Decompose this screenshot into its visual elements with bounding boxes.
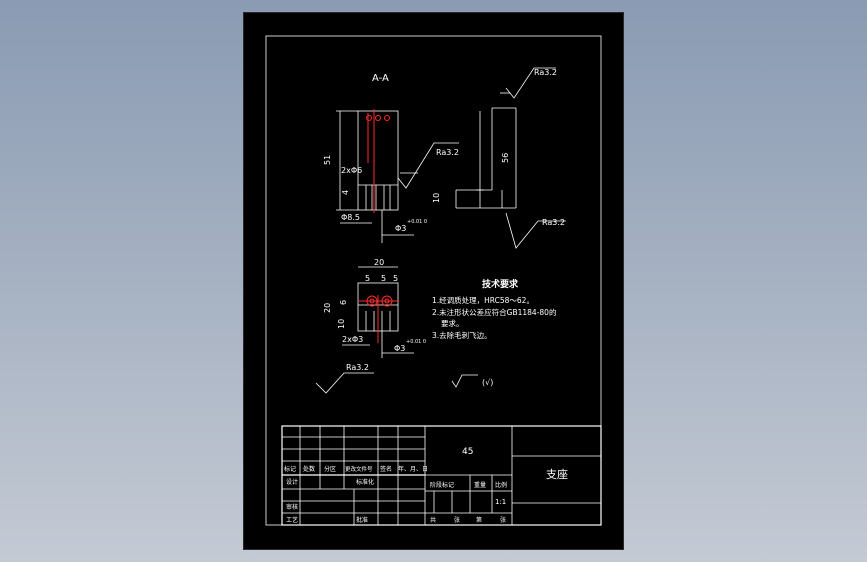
general-roughness-symbol — [451, 374, 478, 388]
label-review: 审核 — [286, 503, 298, 511]
tech-item-1: 1.经调质处理，HRC58～62。 — [432, 295, 534, 305]
roughness-symbol-4: Ra3.2 — [315, 363, 374, 394]
tol-a: +0.01 0 — [407, 219, 427, 225]
dim-3-b: Φ3 — [394, 344, 405, 353]
dim-10: 10 — [432, 193, 441, 203]
dim-2x3: 2xΦ3 — [342, 335, 363, 344]
label-count: 处数 — [303, 465, 315, 473]
dim-20-side: 20 — [323, 303, 332, 313]
inner-frame — [265, 35, 602, 526]
tech-title: 技术要求 — [482, 278, 519, 290]
tech-item-2: 2.未注形状公差应符合GB1184-80的 — [432, 307, 556, 317]
dim-8-5: Φ8.5 — [341, 213, 360, 222]
dim-5-b: 5 — [381, 274, 386, 283]
label-sign: 签名 — [380, 465, 392, 473]
svg-text:Ra3.2: Ra3.2 — [542, 218, 565, 227]
label-designer: 设计 — [286, 478, 298, 486]
roughness-symbol-1: Ra3.2 — [397, 142, 459, 189]
dim-20-top: 20 — [374, 258, 384, 267]
tech-item-4: 3.去除毛刺飞边。 — [432, 330, 492, 340]
tol-b: +0.01 0 — [406, 339, 426, 345]
label-approve: 批准 — [356, 516, 368, 524]
dim-51: 51 — [323, 155, 332, 165]
label-process: 工艺 — [286, 516, 298, 524]
label-weight: 重量 — [474, 481, 486, 489]
label-stage: 阶段标记 — [430, 481, 454, 489]
dim-6: 6 — [339, 300, 348, 305]
section-label: A-A — [372, 73, 389, 84]
dim-56: 56 — [501, 153, 510, 163]
title-block — [281, 425, 602, 526]
roughness-symbol-3: Ra3.2 — [505, 212, 566, 249]
label-zone: 分区 — [324, 465, 336, 473]
top-view — [357, 266, 399, 343]
label-scale: 比例 — [495, 481, 507, 489]
dim-5-a: 5 — [365, 274, 370, 283]
dim-10-top: 10 — [337, 319, 346, 329]
cad-drawing: A-A 51 2xΦ6 4 Φ8.5 Φ3 +0.01 0 Ra3.2 — [265, 35, 602, 526]
svg-text:Ra3.2: Ra3.2 — [436, 148, 459, 157]
label-standard: 标准化 — [356, 478, 374, 486]
dim-5-c: 5 — [393, 274, 398, 283]
dim-3-a: Φ3 — [395, 224, 406, 233]
svg-text:Ra3.2: Ra3.2 — [534, 68, 557, 77]
svg-text:Ra3.2: Ra3.2 — [346, 363, 369, 372]
general-roughness: (√) — [482, 378, 493, 387]
label-total: 共 — [430, 516, 436, 524]
tech-item-3: 要求。 — [441, 318, 464, 328]
section-view — [336, 109, 399, 213]
label-sheets: 张 — [454, 516, 460, 524]
side-view — [455, 107, 517, 209]
drawing-sheet: A-A 51 2xΦ6 4 Φ8.5 Φ3 +0.01 0 Ra3.2 — [244, 13, 623, 549]
label-mark: 标记 — [284, 465, 296, 473]
roughness-symbol-2: Ra3.2 — [500, 67, 557, 99]
label-change-doc: 更改文件号 — [345, 465, 373, 473]
label-page: 第 — [476, 516, 482, 524]
material: 45 — [462, 447, 473, 457]
part-name: 支座 — [546, 467, 568, 481]
dim-2x6: 2xΦ6 — [341, 166, 362, 175]
label-page-unit: 张 — [500, 516, 506, 524]
scale-value: 1:1 — [495, 498, 506, 506]
dim-4: 4 — [341, 190, 350, 195]
label-date: 年、月、日 — [398, 465, 428, 473]
